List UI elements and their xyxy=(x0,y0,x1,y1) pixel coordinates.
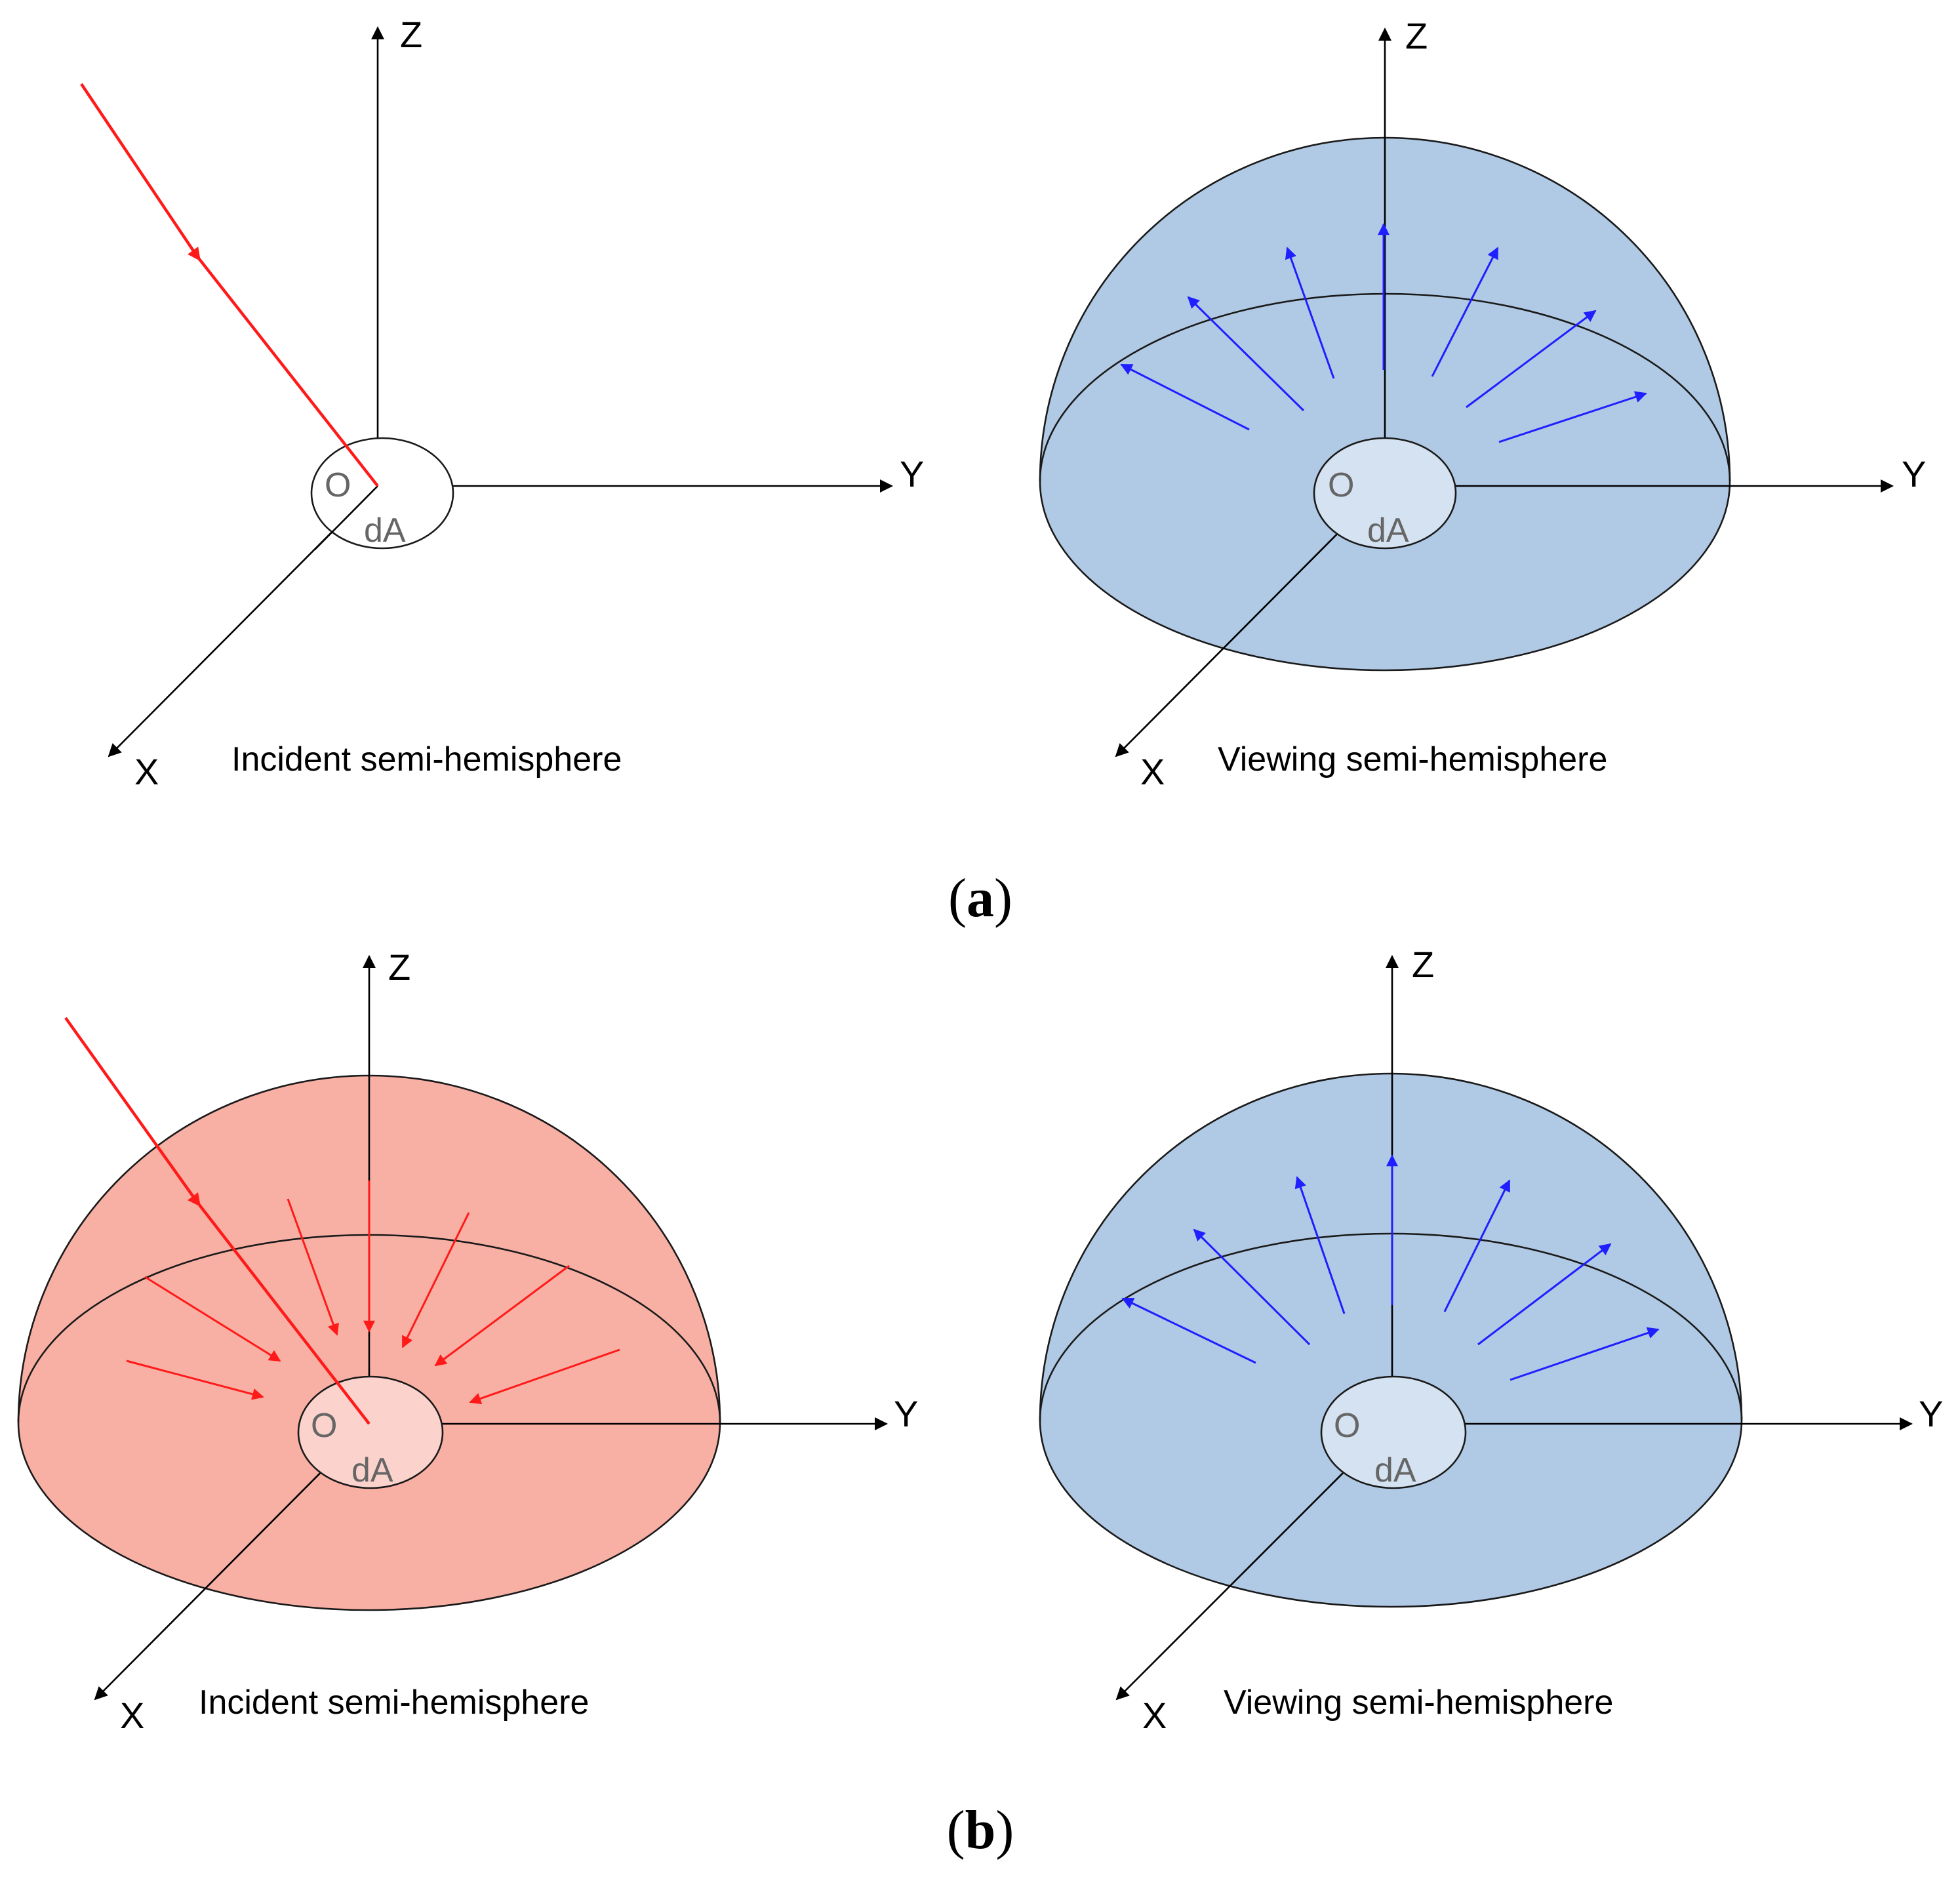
origin-label: O xyxy=(311,1407,337,1445)
area-label: dA xyxy=(1367,512,1409,550)
incoming-arrows xyxy=(126,1181,620,1405)
panel-label-a: (a) xyxy=(948,868,1012,929)
scattered-arrow xyxy=(1477,1243,1612,1346)
x-axis-label: X xyxy=(120,1695,144,1736)
viewing-caption: Viewing semi-hemisphere xyxy=(1218,740,1607,778)
incoming-arrow xyxy=(434,1264,570,1367)
scattered-arrows xyxy=(1121,1154,1660,1381)
scattered-arrow xyxy=(1285,247,1335,379)
area-label: dA xyxy=(1374,1451,1416,1489)
dome-rim-back xyxy=(1039,1232,1743,1421)
scattered-arrow xyxy=(1294,1176,1346,1314)
y-axis-label: Y xyxy=(900,453,924,494)
x-axis-label: X xyxy=(1140,751,1165,792)
incoming-arrow xyxy=(469,1348,620,1405)
incident-caption: Incident semi-hemisphere xyxy=(231,740,622,778)
area-label: dA xyxy=(364,512,406,550)
area-label: dA xyxy=(351,1451,393,1489)
scattered-arrow xyxy=(1431,247,1499,377)
surface-patch xyxy=(310,437,454,550)
incident-ray xyxy=(64,1017,370,1425)
scattered-arrow xyxy=(1187,296,1305,412)
z-axis-label: Z xyxy=(1412,944,1434,985)
panel-a-incident: Z Y X O dA Incident semi-hemisphere xyxy=(80,14,924,792)
incoming-arrow xyxy=(126,1360,264,1400)
x-axis-through-patch xyxy=(314,485,378,550)
scattered-arrow xyxy=(1498,391,1647,443)
scattered-arrow xyxy=(1466,310,1597,409)
incoming-arrow xyxy=(401,1212,470,1348)
surface-patch xyxy=(297,1375,444,1489)
incoming-arrow xyxy=(287,1198,339,1336)
incident-caption: Incident semi-hemisphere xyxy=(199,1684,589,1722)
viewing-dome xyxy=(1039,1072,1743,1608)
origin-label: O xyxy=(325,466,351,504)
x-axis-label: X xyxy=(1142,1695,1167,1736)
y-axis-label: Y xyxy=(1919,1393,1943,1434)
scattered-arrows xyxy=(1120,223,1647,443)
x-axis-label: X xyxy=(134,751,159,792)
z-axis-label: Z xyxy=(1405,15,1428,56)
surface-patch xyxy=(1320,1375,1467,1489)
scattered-arrow xyxy=(1443,1179,1511,1312)
origin-label: O xyxy=(1334,1407,1360,1445)
y-axis-label: Y xyxy=(1902,453,1926,494)
incoming-arrow xyxy=(144,1276,281,1362)
panel-label-b: (b) xyxy=(947,1800,1014,1861)
viewing-caption: Viewing semi-hemisphere xyxy=(1224,1684,1613,1722)
panel-a-viewing: Z Y X O dA Viewing semi-hemisphere xyxy=(1039,15,1926,792)
scattered-arrow xyxy=(1120,363,1250,431)
panel-b-viewing: Z Y X O dA Viewing semi-hemisphere xyxy=(1039,944,1943,1736)
scattered-arrow xyxy=(1510,1327,1660,1381)
scattered-arrow xyxy=(1121,1297,1256,1364)
scattered-arrow xyxy=(1193,1228,1311,1346)
incident-ray xyxy=(80,83,379,487)
z-axis-label: Z xyxy=(400,14,422,55)
origin-label: O xyxy=(1328,466,1354,504)
surface-patch xyxy=(1313,437,1457,550)
y-axis-label: Y xyxy=(894,1393,918,1434)
z-axis-label: Z xyxy=(388,946,410,988)
panel-b-incident: Z Y X O dA Incident semi-hemisphere xyxy=(17,946,918,1736)
